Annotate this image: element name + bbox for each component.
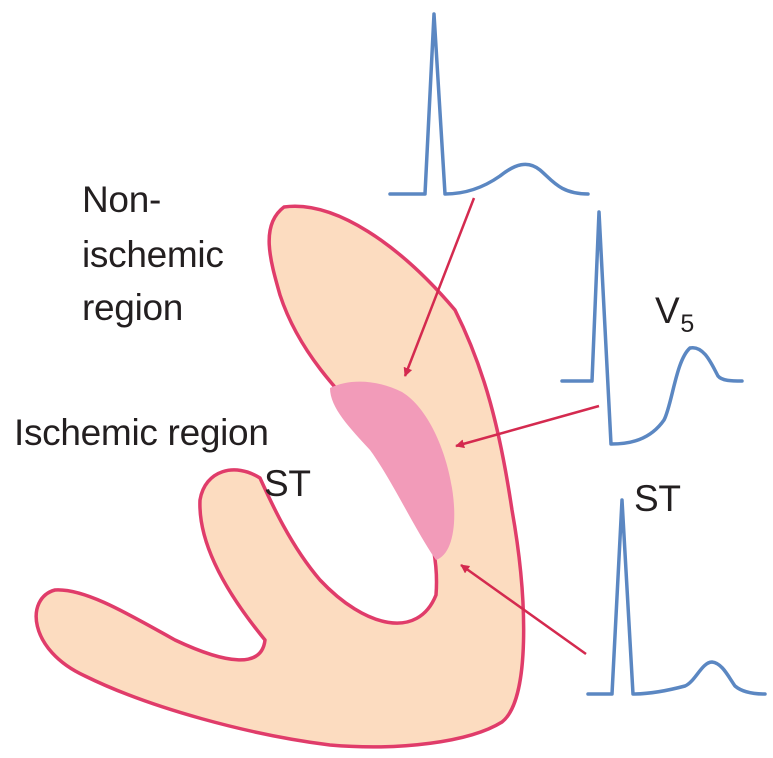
lead-number: 5 bbox=[680, 310, 694, 338]
lead-letter: V bbox=[655, 290, 679, 331]
ischemic-region-label: Ischemic region bbox=[14, 411, 269, 455]
lead-v5-label: V5 bbox=[655, 289, 694, 337]
nonischemic-label-line3: region bbox=[82, 286, 183, 330]
ecg-trace-normal-top bbox=[390, 14, 588, 194]
st-label-right: ST bbox=[634, 477, 681, 521]
nonischemic-label-line1: Non- bbox=[82, 178, 161, 222]
ecg-trace-bottom bbox=[588, 500, 765, 694]
nonischemic-label-line2: ischemic bbox=[82, 233, 224, 277]
st-label-left: ST bbox=[264, 462, 311, 506]
